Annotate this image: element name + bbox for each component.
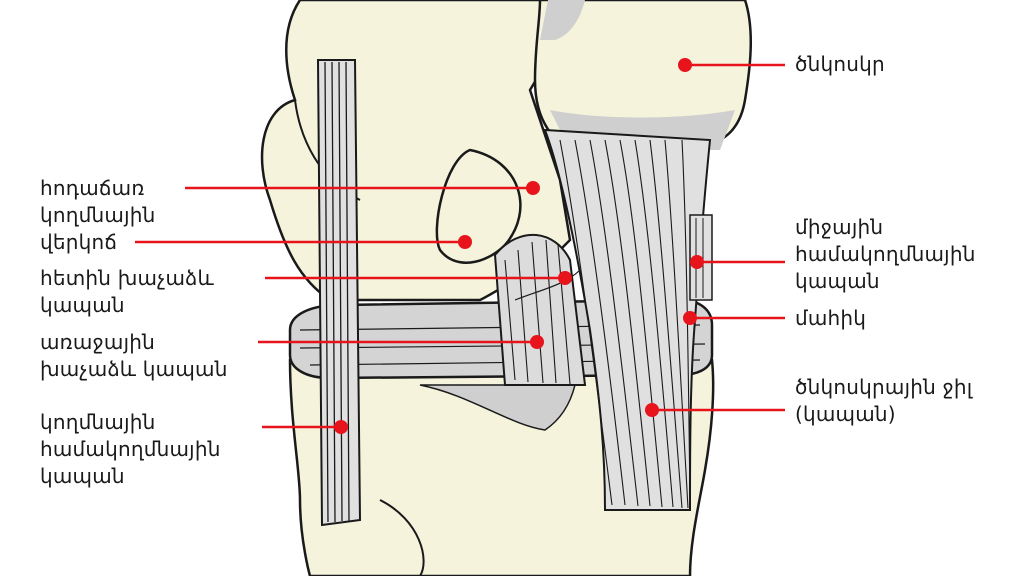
label-patellar-tendon-1: ծնկոսկրային ջիլ [795,375,973,399]
pcl-dot [558,271,572,285]
label-mcl-1: միջային [795,215,884,239]
pointer-lines [135,63,785,429]
label-lateral-condyle-2: կողմնային [40,203,156,227]
label-pcl-1: հետին խաչաձև [40,266,214,290]
pointer-dots [334,58,704,434]
acl-dot [530,335,544,349]
label-lateral-condyle-3: վերկոճ [40,230,118,254]
label-acl-1: առաջային [40,330,155,354]
lateral-collateral-ligament [316,59,362,527]
label-lateral-condyle-1: հոդաճառ [40,176,145,200]
femoral-condyle [435,148,522,264]
label-meniscus: մահիկ [795,306,867,330]
label-pcl-2: կապան [40,293,125,317]
label-acl-2: խաչաձև կապան [40,357,228,381]
cruciate-ligaments [493,233,587,386]
meniscus-dot [683,311,697,325]
label-mcl-3: կապան [795,269,880,293]
label-lcl-1: կողմնային [40,410,156,434]
patellar-tendon-dot [645,403,659,417]
patella-dot [678,58,692,72]
label-patellar-tendon-2: (կապան) [795,402,896,426]
label-lcl-2: համակողմնային [40,437,221,461]
label-lcl-3: կապան [40,464,125,488]
condyle-dot [526,181,540,195]
mcl-dot [690,255,704,269]
condyle-dot-2 [458,235,472,249]
label-patella: ծնկոսկր [795,52,885,76]
lcl-dot [334,420,348,434]
label-mcl-2: համակողմնային [795,242,976,266]
